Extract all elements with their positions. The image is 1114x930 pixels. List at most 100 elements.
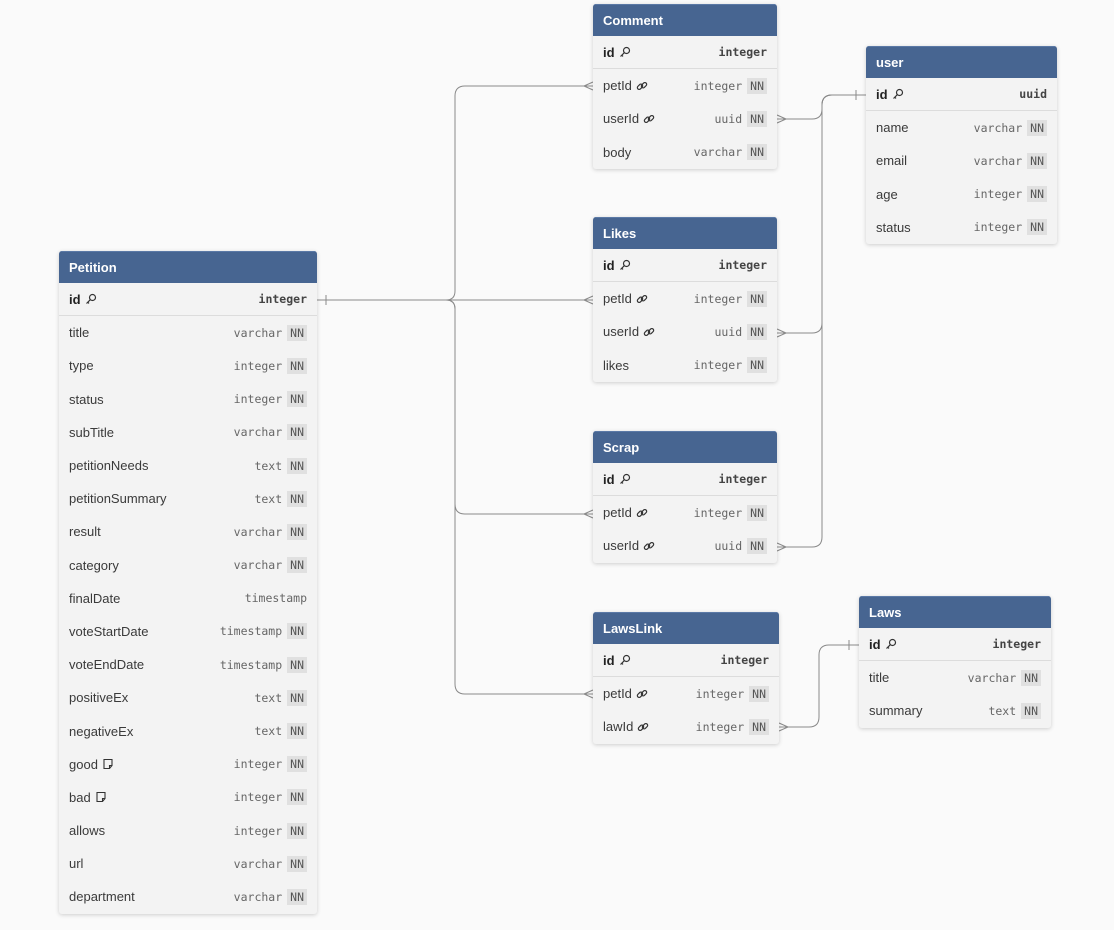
field-name: petitionNeeds [69, 458, 149, 474]
field-type: integer [720, 653, 769, 668]
field-name-cell: type [69, 358, 234, 373]
field-type: uuid [714, 111, 743, 126]
not-null-badge: NN [287, 391, 307, 408]
field-name-cell: petitionNeeds [69, 458, 254, 473]
key-icon [619, 654, 631, 666]
not-null-badge: NN [287, 557, 307, 574]
field-name: id [869, 636, 881, 652]
field-type: uuid [714, 324, 743, 339]
table-header[interactable]: LawsLink [593, 612, 779, 644]
field-name: petId [603, 78, 632, 94]
many-marker [583, 81, 594, 91]
link-icon [636, 688, 648, 700]
not-null-badge: NN [747, 144, 767, 161]
field-name-cell: userId [603, 538, 714, 553]
not-null-badge: NN [1027, 152, 1047, 169]
field-name: age [876, 186, 898, 202]
field-name-cell: petId [603, 291, 694, 306]
field-name-cell: id [869, 637, 993, 652]
table-header[interactable]: Scrap [593, 431, 777, 463]
field-type: timestamp [219, 624, 283, 639]
field-name: status [69, 391, 104, 407]
field-name-cell: subTitle [69, 425, 234, 440]
table-header[interactable]: Petition [59, 251, 317, 283]
field-type: integer [973, 220, 1023, 235]
field-name-cell: voteStartDate [69, 624, 220, 639]
table-header[interactable]: Comment [593, 4, 777, 36]
many-marker [776, 328, 787, 338]
field-name-cell: petId [603, 505, 694, 520]
field-name: positiveEx [69, 690, 129, 706]
field-name: negativeEx [69, 723, 134, 739]
table-header[interactable]: Laws [859, 596, 1051, 628]
not-null-badge: NN [287, 357, 307, 374]
many-marker [776, 114, 787, 124]
field-name: bad [69, 789, 91, 805]
key-icon [619, 473, 631, 485]
not-null-badge: NN [287, 756, 307, 773]
field-type: uuid [1019, 87, 1047, 102]
table-header[interactable]: user [866, 46, 1057, 78]
field-name-cell: good [69, 757, 234, 772]
field-name: body [603, 144, 632, 160]
field-name-cell: id [69, 292, 259, 307]
field-name: category [69, 557, 119, 573]
not-null-badge: NN [747, 537, 767, 554]
not-null-badge: NN [747, 357, 767, 374]
not-null-badge: NN [747, 77, 767, 94]
field-type: integer [693, 291, 743, 306]
not-null-badge: NN [1027, 186, 1047, 203]
field-type: timestamp [244, 591, 307, 606]
table-header[interactable]: Likes [593, 217, 777, 249]
